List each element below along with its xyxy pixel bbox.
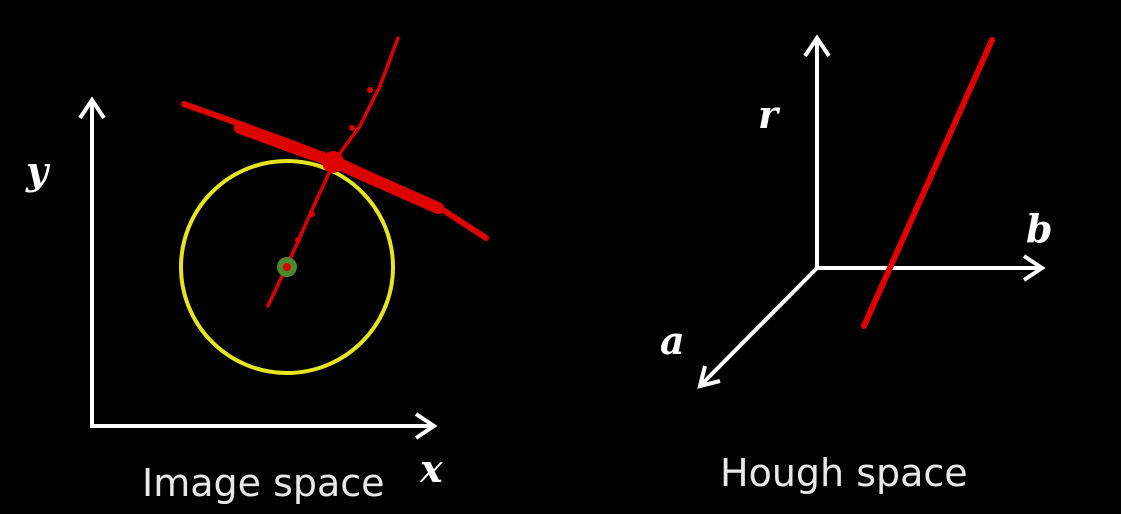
circle-shape [179, 159, 395, 375]
image-x-axis [90, 412, 438, 440]
image-space-caption: Image space [142, 461, 385, 505]
circle-center-marker [277, 257, 297, 277]
image-y-axis-label: y [25, 148, 51, 193]
hough-r-axis [803, 34, 831, 268]
line-bead [349, 125, 355, 131]
edge-lines [181, 36, 489, 308]
line-bead [295, 237, 301, 243]
image-space-panel: y x Image space [25, 36, 489, 505]
hough-r-axis-label: r [758, 92, 781, 137]
hough-a-axis-label: a [660, 318, 685, 363]
hough-b-axis [815, 254, 1046, 282]
hough-a-axis [697, 266, 819, 389]
intersection-point [322, 151, 344, 173]
line-bead [309, 211, 315, 217]
hough-space-caption: Hough space [720, 451, 968, 495]
image-x-axis-label: x [419, 446, 444, 491]
line-bead [367, 87, 373, 93]
hough-space-panel: r b a Hough space [660, 34, 1053, 495]
image-y-axis [78, 96, 106, 426]
hough-line [861, 37, 995, 329]
hough-b-axis-label: b [1026, 206, 1053, 251]
